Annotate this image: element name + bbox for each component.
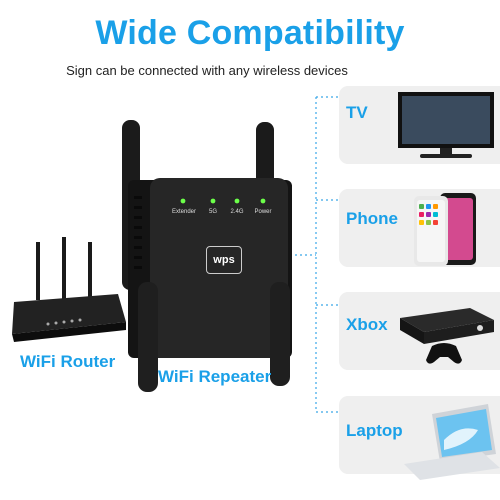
xbox-console-icon (400, 308, 494, 344)
laptop-icon (404, 404, 500, 480)
led-label-2-4g: 2.4G (230, 209, 244, 215)
repeater-label: WiFi Repeater (158, 367, 272, 386)
page-title: Wide Compatibility (95, 14, 405, 52)
device-label-phone: Phone (346, 209, 398, 228)
router-icon (12, 237, 126, 342)
led-label-5g: 5G (208, 209, 217, 215)
controller-icon (426, 343, 462, 364)
led-label-extender: Extender (172, 209, 197, 215)
led-label-power: Power (254, 209, 272, 215)
connector-lines (290, 96, 338, 413)
tv-icon (398, 92, 494, 158)
repeater-icon (122, 120, 292, 392)
wps-button: wps (206, 246, 242, 274)
device-label-laptop: Laptop (346, 421, 403, 440)
device-label-tv: TV (346, 103, 368, 122)
device-label-xbox: Xbox (346, 315, 388, 334)
phone-icon (414, 193, 476, 266)
router-label: WiFi Router (20, 352, 116, 371)
page-subtitle: Sign can be connected with any wireless … (66, 63, 348, 78)
